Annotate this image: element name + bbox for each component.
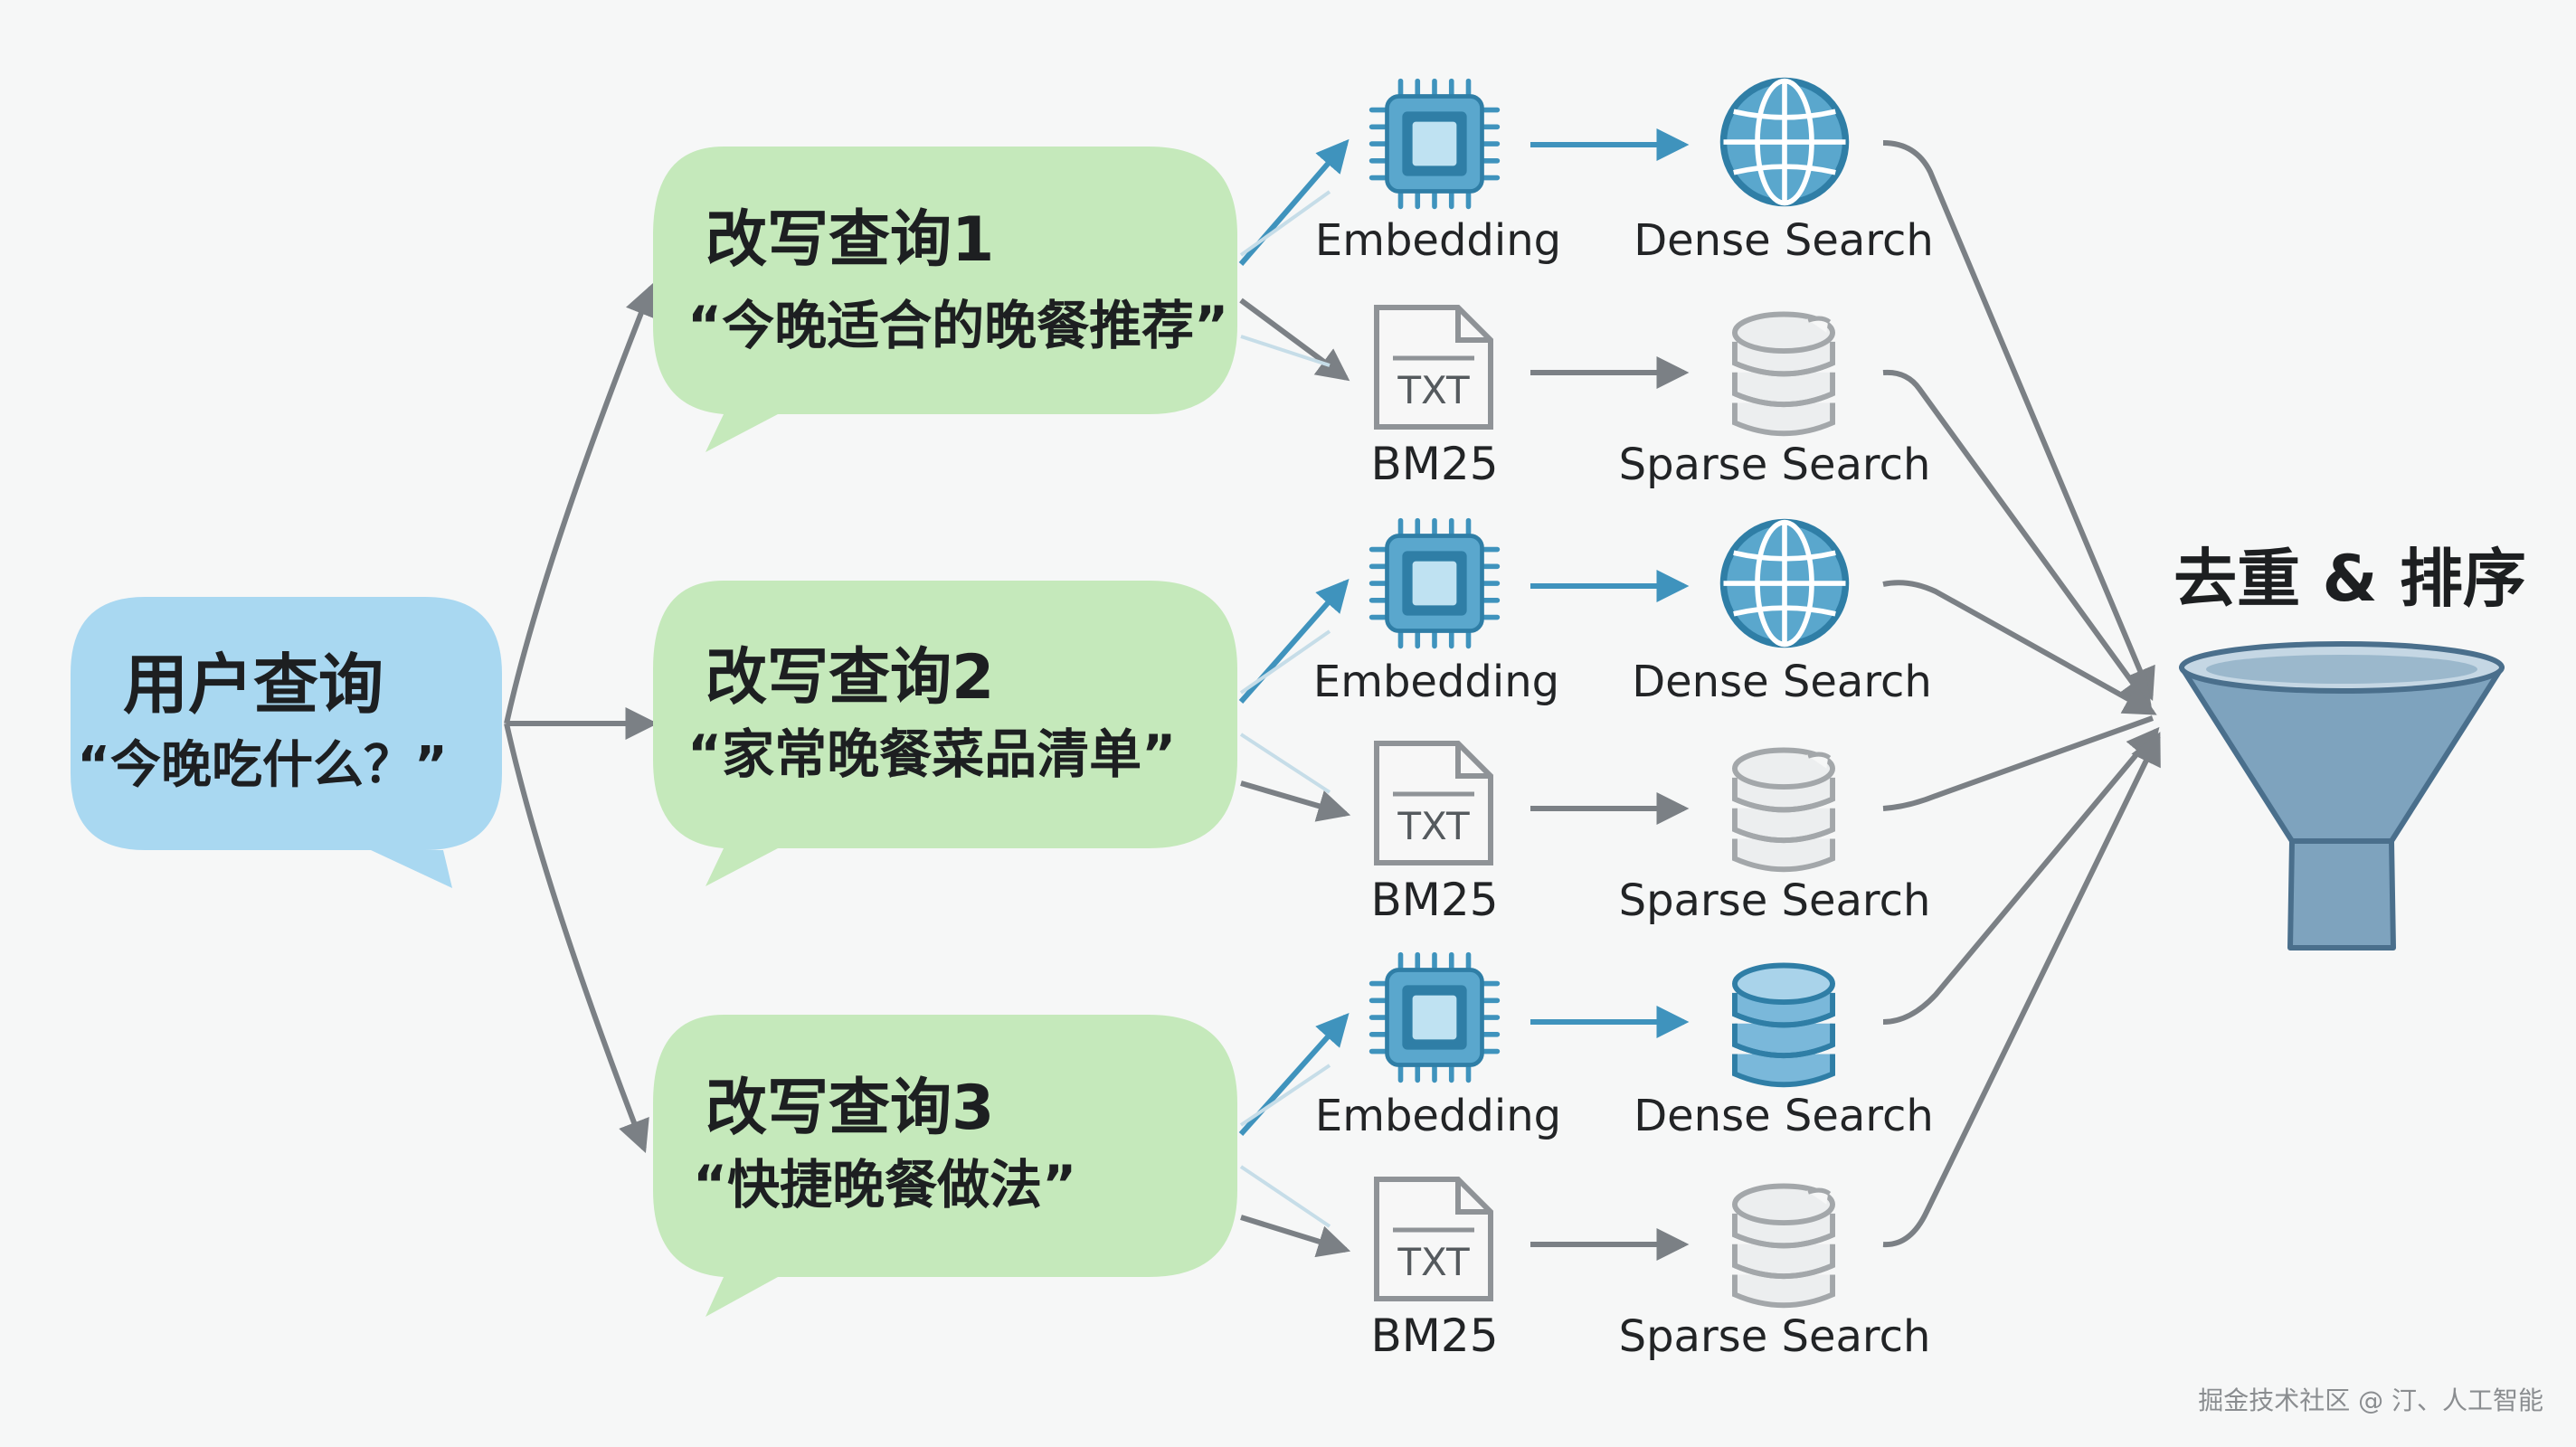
bm25-label-2: BM25 <box>1370 874 1498 926</box>
dense-search-label-2: Dense Search <box>1632 657 1932 707</box>
dense-search-label-1: Dense Search <box>1634 215 1934 266</box>
rewrite-1-text: “今晚适合的晚餐推荐” <box>687 295 1228 356</box>
globe-icon <box>1724 523 1846 645</box>
arrow-user-to-rewrite-1 <box>504 282 657 724</box>
rewrite-2-branch-arrows <box>1238 578 1351 822</box>
rewrite-2-title: 改写查询2 <box>706 642 994 714</box>
user-query-text: “今晚吃什么？” <box>77 736 448 795</box>
database-blue-icon <box>1735 966 1833 1085</box>
rewrite-query-2: 改写查询2 “家常晚餐菜品清单” <box>653 581 1237 886</box>
rewrite-bubble-3 <box>653 1015 1237 1317</box>
database-gray-icon <box>1735 1185 1833 1305</box>
embedding-chip-icon <box>1372 521 1498 647</box>
svg-text:TXT: TXT <box>1397 368 1470 412</box>
arrow-user-to-rewrite-3 <box>504 723 649 1154</box>
embedding-label-3: Embedding <box>1315 1091 1561 1141</box>
merge-arrows <box>1882 140 2161 1248</box>
database-gray-icon <box>1735 313 1833 433</box>
rewrite-1-branch-arrows <box>1238 138 1350 382</box>
bm25-label-3: BM25 <box>1370 1310 1498 1362</box>
rewrite-bubble-1 <box>653 147 1237 452</box>
user-to-rewrite-arrows <box>504 282 658 1154</box>
svg-text:TXT: TXT <box>1397 1240 1470 1284</box>
rewrite-1-title: 改写查询1 <box>706 204 994 276</box>
txt-file-icon: TXT <box>1374 1177 1493 1301</box>
merge-title: 去重 & 排序 <box>2174 542 2526 616</box>
rewrite-3-branch-arrows <box>1238 1012 1351 1258</box>
embedding-chip-icon <box>1372 81 1498 207</box>
database-gray-icon <box>1735 749 1833 869</box>
dense-search-label-3: Dense Search <box>1634 1091 1934 1141</box>
globe-icon <box>1724 81 1846 203</box>
rewrite-query-3: 改写查询3 “快捷晚餐做法” <box>653 1015 1237 1317</box>
user-query-bubble: 用户查询 “今晚吃什么？” <box>71 597 502 888</box>
txt-file-icon: TXT <box>1374 741 1493 865</box>
rewrite-3-text: “快捷晚餐做法” <box>693 1154 1076 1215</box>
svg-text:TXT: TXT <box>1397 804 1470 848</box>
sparse-search-label-2: Sparse Search <box>1619 875 1931 926</box>
embedding-label-2: Embedding <box>1313 657 1559 707</box>
rewrite-bubble-2 <box>653 581 1237 886</box>
user-query-title: 用户查询 <box>123 647 384 723</box>
txt-file-icon: TXT <box>1374 305 1493 430</box>
sparse-search-label-1: Sparse Search <box>1619 440 1931 490</box>
rewrite-3-title: 改写查询3 <box>706 1073 994 1144</box>
sparse-search-label-3: Sparse Search <box>1619 1311 1931 1362</box>
watermark: 掘金技术社区 @ 汀、人工智能 <box>2198 1386 2543 1415</box>
embedding-label-1: Embedding <box>1315 215 1561 266</box>
funnel-icon <box>2179 641 2505 950</box>
rewrite-2-text: “家常晚餐菜品清单” <box>687 724 1176 785</box>
embedding-chip-icon <box>1372 955 1498 1081</box>
bm25-label-1: BM25 <box>1370 438 1498 490</box>
rewrite-query-1: 改写查询1 “今晚适合的晚餐推荐” <box>653 147 1237 452</box>
